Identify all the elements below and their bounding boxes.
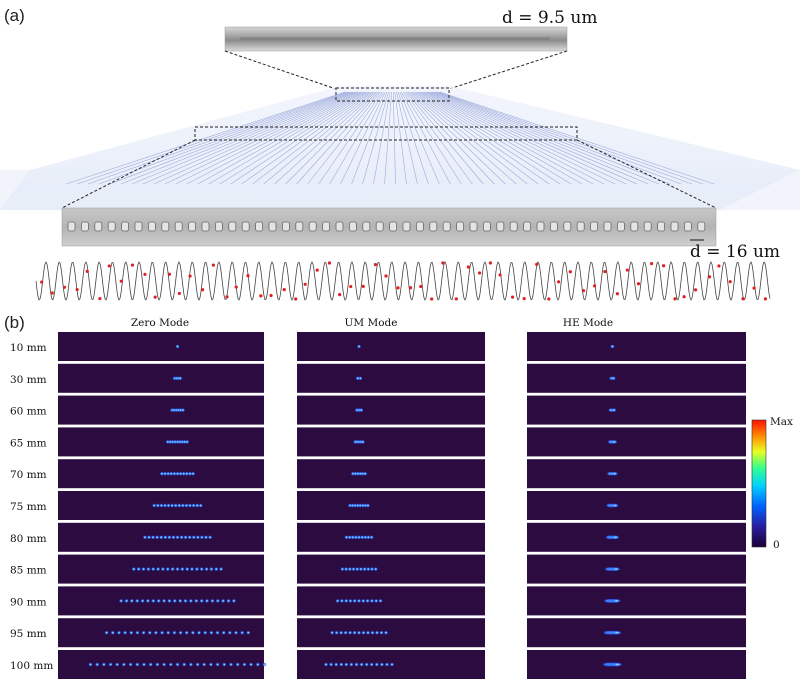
mode-panel xyxy=(527,395,746,425)
mode-panel xyxy=(527,618,746,648)
mode-panel xyxy=(297,554,485,584)
panel-b-label: (b) xyxy=(4,313,25,332)
mode-panel xyxy=(297,395,485,425)
mode-panel xyxy=(297,427,485,457)
mode-panel xyxy=(58,363,264,393)
mode-panel xyxy=(297,491,485,520)
row-label: 80 mm xyxy=(10,533,47,545)
mode-panel xyxy=(58,522,264,552)
bottom-zoom-lines xyxy=(61,139,717,209)
mode-panel xyxy=(58,395,264,425)
mode-panel xyxy=(527,650,746,679)
row-label: 60 mm xyxy=(10,406,47,418)
row-label: 70 mm xyxy=(10,469,47,481)
row-labels: 10 mm 30 mm 60 mm 65 mm 70 mm 75 mm 80 mm 85 mm… xyxy=(10,342,53,672)
mode-panel xyxy=(527,459,746,489)
mode-panel xyxy=(527,586,746,616)
mode-panel xyxy=(527,554,746,584)
colorbar xyxy=(751,419,767,548)
row-label: 30 mm xyxy=(10,374,47,386)
row-label: 65 mm xyxy=(10,437,47,449)
mode-panel xyxy=(297,586,485,616)
mode-panel xyxy=(58,650,267,679)
col-title-zero: Zero Mode xyxy=(131,317,189,329)
row-label: 100 mm xyxy=(10,660,53,672)
panel-a-label: (a) xyxy=(4,6,25,25)
mode-panel xyxy=(527,491,746,520)
row-label: 85 mm xyxy=(10,565,47,577)
mode-panel xyxy=(58,491,264,520)
top-zoom-lines xyxy=(224,50,568,90)
modulation-curve xyxy=(35,261,771,301)
row-label: 95 mm xyxy=(10,628,47,640)
mode-grid xyxy=(58,332,746,679)
bottom-scale-label: d = 16 um xyxy=(690,242,780,262)
col-title-um: UM Mode xyxy=(345,317,398,329)
mode-panel xyxy=(297,522,485,552)
col-title-he: HE Mode xyxy=(563,317,613,329)
row-label: 75 mm xyxy=(10,501,47,513)
colorbar-min: 0 xyxy=(773,539,780,551)
bottom-micrograph xyxy=(61,207,717,247)
mode-panel xyxy=(527,427,746,457)
mode-panel xyxy=(297,332,485,361)
mode-panel xyxy=(297,459,485,489)
chip-slab xyxy=(0,86,800,210)
colorbar-max: Max xyxy=(770,416,793,428)
mode-panel xyxy=(58,427,264,457)
row-label: 10 mm xyxy=(10,342,47,354)
mode-panel xyxy=(58,554,264,584)
row-label: 90 mm xyxy=(10,596,47,608)
mode-panel xyxy=(58,618,264,648)
mode-panel xyxy=(297,618,485,648)
mode-panel xyxy=(297,363,485,393)
top-scale-label: d = 9.5 um xyxy=(502,8,597,28)
top-micrograph xyxy=(224,26,568,52)
mode-panel xyxy=(527,363,746,393)
mode-panel xyxy=(297,650,485,679)
zoom-box-bottom xyxy=(194,126,578,141)
mode-panel xyxy=(58,586,264,616)
zoom-box-top xyxy=(335,87,450,102)
mode-panel xyxy=(527,332,746,361)
waveguide-fan xyxy=(65,91,715,185)
mode-panel xyxy=(58,459,264,489)
mode-panel xyxy=(527,522,746,552)
mode-panel xyxy=(58,332,264,361)
